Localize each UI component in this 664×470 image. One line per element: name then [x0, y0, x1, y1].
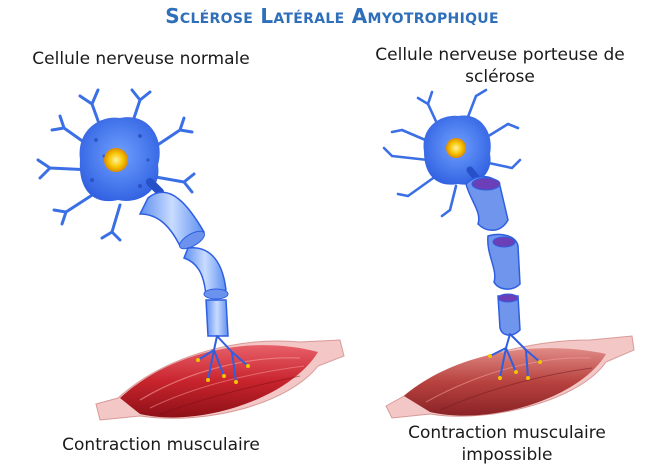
sclerosis-neuron — [382, 88, 542, 380]
normal-nucleus — [104, 148, 128, 172]
impossible-contraction-label: Contraction musculaire impossible — [350, 422, 664, 466]
impossible-contraction-label-line2: impossible — [461, 445, 553, 465]
sclerosis-neuron-label: Cellule nerveuse porteuse de sclérose — [340, 44, 660, 88]
normal-neuron-label: Cellule nerveuse normale — [32, 49, 250, 69]
sclerosis-nucleus — [446, 138, 466, 158]
normal-neuron — [36, 88, 250, 384]
normal-contraction-label: Contraction musculaire — [62, 435, 260, 455]
normal-muscle — [95, 339, 345, 421]
impossible-contraction-label-line1: Contraction musculaire — [408, 423, 606, 443]
sclerosis-neuron-label-line1: Cellule nerveuse porteuse de — [375, 45, 625, 65]
weakened-muscle — [385, 335, 635, 419]
diagram-title: Sclérose Latérale Amyotrophique — [165, 4, 499, 28]
sclerosis-neuron-label-line2: sclérose — [465, 67, 535, 87]
